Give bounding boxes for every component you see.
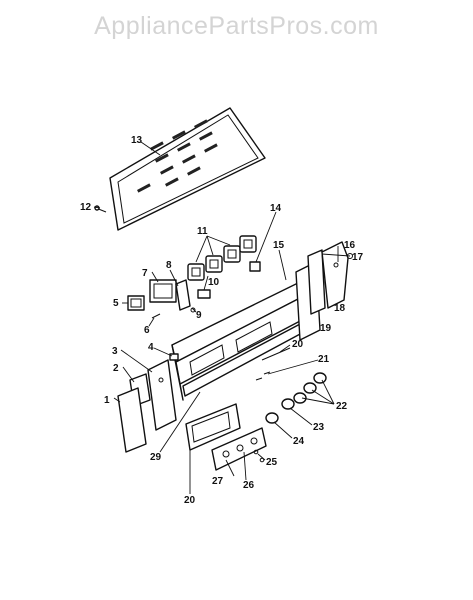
part-22-knobs[interactable]: [293, 372, 327, 404]
part-7-clock-housing[interactable]: [149, 279, 177, 303]
callout-22: 22: [336, 401, 348, 412]
callout-12: 12: [80, 202, 92, 213]
part-11-switches[interactable]: [187, 235, 257, 281]
callout-4: 4: [148, 342, 154, 353]
callout-3: 3: [112, 346, 118, 357]
part-8-bracket[interactable]: [175, 279, 191, 311]
callout-labels: 13 12 11 14 15 16 17 7 8 10 9 18 5 6 19 …: [80, 135, 364, 506]
vent-slots: [137, 119, 218, 193]
part-28-lower-frame[interactable]: [185, 403, 241, 451]
part-13-top-panel[interactable]: [109, 107, 266, 231]
part-25-screws[interactable]: [253, 449, 265, 463]
callout-11: 11: [197, 226, 208, 237]
callout-15: 15: [273, 240, 285, 251]
leader-lines: [93, 141, 351, 494]
part-21-screws[interactable]: [255, 371, 271, 381]
callout-9: 9: [196, 310, 202, 321]
callout-6: 6: [144, 325, 150, 336]
part-1-left-trim[interactable]: [117, 387, 147, 453]
callout-18: 18: [334, 303, 346, 314]
callout-20-lower: 20: [184, 495, 196, 506]
callout-8: 8: [166, 260, 172, 271]
callout-10: 10: [208, 277, 220, 288]
part-4-clip[interactable]: [169, 353, 179, 361]
part-5-switch[interactable]: [127, 295, 145, 311]
callout-25: 25: [266, 457, 278, 468]
callout-20-upper: 20: [292, 339, 304, 350]
part-16-side-bracket[interactable]: [321, 241, 349, 309]
part-9-screw[interactable]: [190, 307, 196, 313]
callout-1: 1: [104, 395, 110, 406]
callout-23: 23: [313, 422, 325, 433]
callout-26: 26: [243, 480, 255, 491]
part-6-screw[interactable]: [151, 313, 161, 319]
callout-7: 7: [142, 268, 148, 279]
callout-29: 29: [150, 452, 162, 463]
part-3-left-endcap[interactable]: [147, 359, 177, 431]
callout-19: 19: [320, 323, 332, 334]
callout-16: 16: [344, 240, 356, 251]
part-14-clip[interactable]: [249, 261, 261, 272]
callout-13: 13: [131, 135, 143, 146]
callout-17: 17: [352, 252, 364, 263]
callout-2: 2: [113, 363, 119, 374]
watermark-logo-text: AppliancePartsPros.com: [94, 12, 379, 40]
part-18-bracket[interactable]: [307, 249, 326, 315]
part-20-rod[interactable]: [261, 347, 291, 361]
part-24-knob[interactable]: [265, 412, 279, 424]
callout-24: 24: [293, 436, 305, 447]
part-15-control-panel[interactable]: [171, 282, 303, 401]
callout-21: 21: [318, 354, 330, 365]
part-27-control-plate[interactable]: [211, 427, 267, 471]
callout-27: 27: [212, 476, 224, 487]
part-10-connector[interactable]: [197, 289, 211, 299]
callout-5: 5: [113, 298, 119, 309]
callout-14: 14: [270, 203, 282, 214]
part-12-screw[interactable]: [94, 205, 107, 213]
part-23-knob[interactable]: [281, 398, 295, 410]
